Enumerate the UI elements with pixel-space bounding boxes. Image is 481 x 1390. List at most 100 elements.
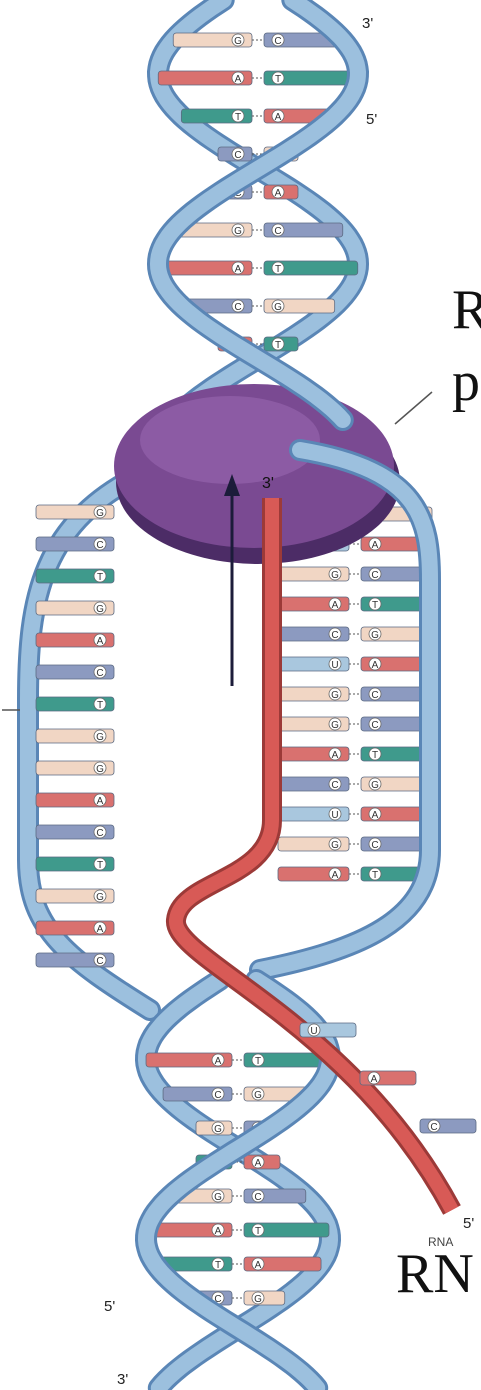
top-pair-6-left-letter: A — [235, 264, 242, 275]
bottom-pair-2-left: G — [196, 1121, 232, 1135]
top-pair-5-right-letter: C — [274, 226, 281, 237]
rna-dna-pair-3-left: A — [278, 597, 349, 611]
top-pair-7-left-letter: C — [234, 302, 241, 313]
top-pair-6-right: T — [264, 261, 358, 275]
bottom-pair-6-right: A — [244, 1257, 321, 1271]
label-top-3prime: 3' — [362, 15, 373, 32]
rna-dna-pair-12-right-letter: T — [372, 870, 378, 881]
bottom-pair-7-right: G — [244, 1291, 285, 1305]
nontemplate-base-2-letter: T — [97, 572, 103, 583]
label-rna-3prime: 3' — [262, 475, 274, 492]
top-pair-6-left: A — [158, 261, 252, 275]
bottom-pair-1-left-letter: C — [214, 1090, 221, 1101]
rna-tail-base-2-letter: C — [430, 1122, 437, 1133]
nontemplate-base-14: C — [36, 953, 114, 967]
nontemplate-base-1-letter: C — [96, 540, 103, 551]
nontemplate-base-10-letter: C — [96, 828, 103, 839]
rna-dna-pair-8-right-letter: T — [372, 750, 378, 761]
bottom-pair-0-right-letter: T — [255, 1056, 261, 1067]
polymerase-label-line1: R — [452, 282, 481, 338]
rna-tail-base-1: A — [360, 1071, 416, 1085]
top-pair-8-right-letter: T — [275, 340, 281, 351]
top-pair-4-right: A — [264, 185, 298, 199]
top-pair-4-right-letter: A — [275, 188, 282, 199]
top-pair-0-left-letter: G — [234, 36, 242, 47]
label-bottom-5prime: 5' — [104, 1298, 115, 1315]
rna-dna-pair-12-left: A — [278, 867, 349, 881]
label-rna-5prime: 5' — [463, 1215, 474, 1232]
rna-dna-pair-4-left-letter: C — [331, 630, 338, 641]
top-pair-1-left: A — [158, 71, 252, 85]
nontemplate-base-5-letter: C — [96, 668, 103, 679]
top-pair-3-left: C — [218, 147, 252, 161]
rna-dna-pair-8-left: A — [278, 747, 349, 761]
top-pair-7-right: G — [264, 299, 335, 313]
top-pair-7-right-letter: G — [274, 302, 282, 313]
rna-dna-pair-11-right-letter: C — [371, 840, 378, 851]
top-pair-2-left: T — [181, 109, 252, 123]
rna-dna-pair-9-right-letter: G — [371, 780, 379, 791]
rna-dna-pair-6-left: G — [278, 687, 349, 701]
bottom-pair-3-right: A — [244, 1155, 280, 1169]
rna-dna-pair-5-left-letter: U — [331, 660, 338, 671]
rna-dna-pair-8-left-letter: A — [332, 750, 339, 761]
rna-dna-pair-2-left: G — [278, 567, 349, 581]
rna-dna-pair-4-right-letter: G — [371, 630, 379, 641]
rna-dna-pair-6-right-letter: C — [371, 690, 378, 701]
rna-dna-pair-11-left-letter: G — [331, 840, 339, 851]
polymerase-pointer-line — [395, 392, 432, 424]
top-pair-1-right-letter: T — [275, 74, 281, 85]
nontemplate-base-3-letter: G — [96, 604, 104, 615]
nontemplate-base-0-letter: G — [96, 508, 104, 519]
nontemplate-base-13-letter: A — [97, 924, 104, 935]
rna-dna-pair-10-left: U — [278, 807, 349, 821]
top-pair-2-left-letter: T — [235, 112, 241, 123]
nontemplate-base-12: G — [36, 889, 114, 903]
top-pair-6-right-letter: T — [275, 264, 281, 275]
label-bottom-3prime: 3' — [117, 1371, 128, 1388]
bottom-pair-5-right-letter: T — [255, 1226, 261, 1237]
nontemplate-base-0: G — [36, 505, 114, 519]
nontemplate-base-7-letter: G — [96, 732, 104, 743]
nontemplate-base-11: T — [36, 857, 114, 871]
rna-tail-base-0: U — [300, 1023, 356, 1037]
nontemplate-base-8: G — [36, 761, 114, 775]
rna-tail-base-1-letter: A — [371, 1074, 378, 1085]
rna-dna-pair-3-right-letter: T — [372, 600, 378, 611]
bottom-pair-5-right: T — [244, 1223, 329, 1237]
bottom-pair-4-right-letter: C — [254, 1192, 261, 1203]
rna-tail-base-2: C — [420, 1119, 476, 1133]
label-top-5prime: 5' — [366, 111, 377, 128]
rna-tail-base-0-letter: U — [310, 1026, 317, 1037]
bottom-pair-7-right-letter: G — [254, 1294, 262, 1305]
nontemplate-base-5: C — [36, 665, 114, 679]
rna-dna-pair-2-right-letter: C — [371, 570, 378, 581]
nontemplate-base-14-letter: C — [96, 956, 103, 967]
top-pair-5-left-letter: G — [234, 226, 242, 237]
rna-dna-pair-9-left-letter: C — [331, 780, 338, 791]
nontemplate-base-10: C — [36, 825, 114, 839]
rna-dna-pair-5-left: U — [278, 657, 349, 671]
nontemplate-base-3: G — [36, 601, 114, 615]
nontemplate-base-13: A — [36, 921, 114, 935]
rna-dna-pair-9-left: C — [278, 777, 349, 791]
rna-dna-pair-1-right-letter: A — [372, 540, 379, 551]
rna-dna-pair-2-left-letter: G — [331, 570, 339, 581]
top-pair-5-right: C — [264, 223, 343, 237]
rna-dna-pair-5-right-letter: A — [372, 660, 379, 671]
bottom-pair-6-left-letter: T — [215, 1260, 221, 1271]
nontemplate-base-11-letter: T — [97, 860, 103, 871]
rna-dna-pair-4-left: C — [278, 627, 349, 641]
bottom-pair-5-left-letter: A — [215, 1226, 222, 1237]
nontemplate-base-4: A — [36, 633, 114, 647]
nontemplate-base-8-letter: G — [96, 764, 104, 775]
bottom-pair-6-right-letter: A — [255, 1260, 262, 1271]
rna-label: RN — [396, 1246, 474, 1302]
nontemplate-base-9-letter: A — [97, 796, 104, 807]
bottom-pair-2-left-letter: G — [214, 1124, 222, 1135]
rna-dna-pair-10-left-letter: U — [331, 810, 338, 821]
top-pair-0-right-letter: C — [274, 36, 281, 47]
polymerase-highlight — [140, 396, 320, 484]
bottom-pair-0-left-letter: A — [215, 1056, 222, 1067]
